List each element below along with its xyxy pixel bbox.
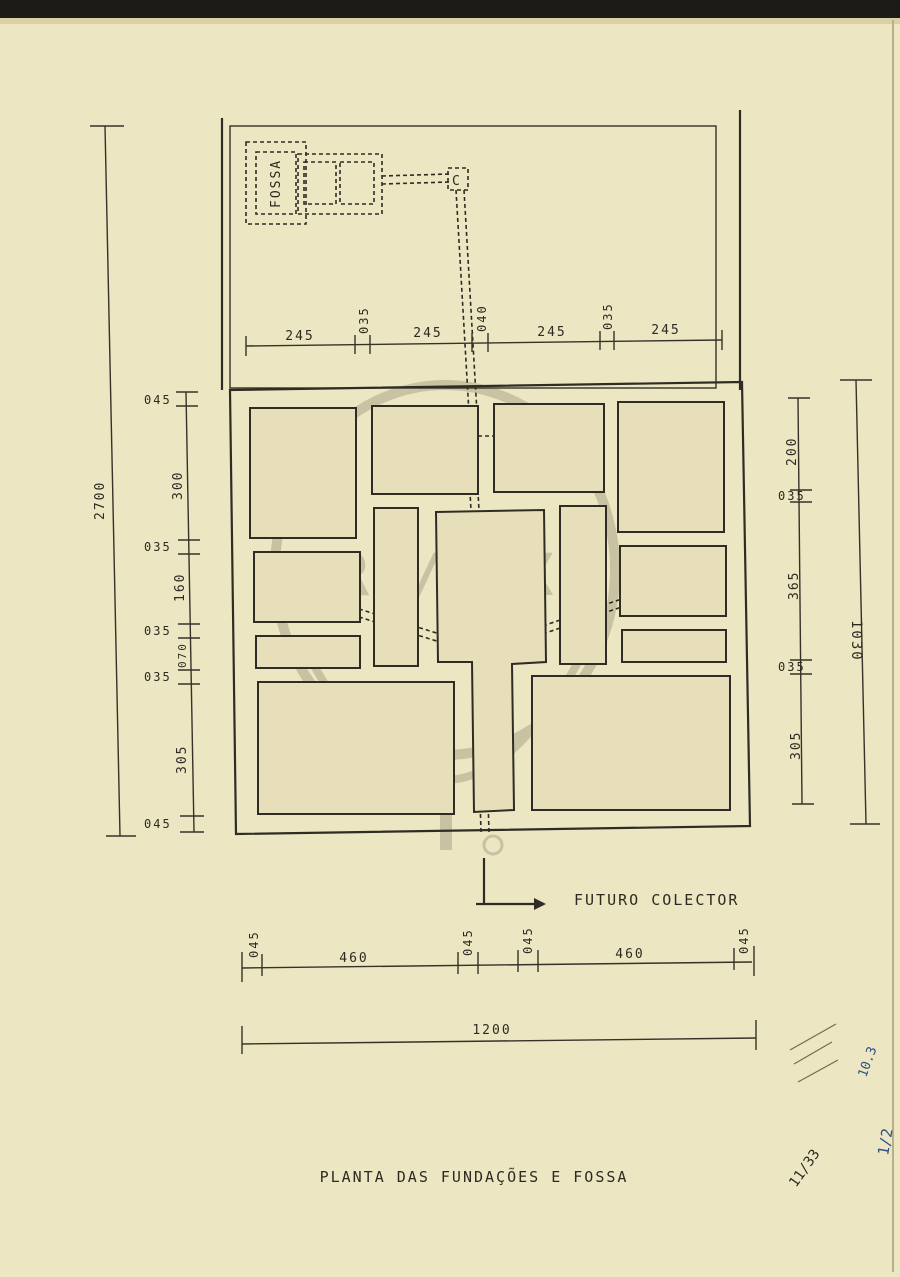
septic-tank-fossa: FOSSA C bbox=[245, 141, 469, 225]
collector-label: FUTURO COLECTOR bbox=[574, 891, 739, 909]
dim-left-1: 045 bbox=[144, 393, 172, 407]
dim-left-7: 035 bbox=[144, 670, 172, 684]
registered-mark-icon bbox=[482, 834, 504, 856]
dim-left-8: 305 bbox=[175, 745, 190, 774]
dim-top-5: 245 bbox=[537, 325, 566, 340]
handwritten-note-b: 1/2 bbox=[874, 1127, 896, 1157]
fossa-label: FOSSA bbox=[269, 159, 284, 208]
dim-right-5: 305 bbox=[789, 731, 804, 760]
dim-bottom-5: 460 bbox=[615, 947, 644, 962]
dim-right-total: 1030 bbox=[848, 620, 864, 662]
dim-top-4: 040 bbox=[475, 304, 489, 332]
dim-right-3: 365 bbox=[787, 571, 802, 600]
dim-left-2: 300 bbox=[171, 471, 186, 500]
total-height-dimension: 2700 bbox=[90, 125, 136, 837]
right-dimension-column: 200 035 365 035 305 1030 bbox=[778, 379, 880, 825]
lot-outline bbox=[220, 110, 742, 390]
dim-bottom-1: 045 bbox=[247, 930, 261, 958]
dim-left-6: 070 bbox=[176, 642, 189, 668]
house-foundation bbox=[228, 380, 752, 836]
dim-top-3: 245 bbox=[413, 326, 442, 341]
dim-bottom-4: 045 bbox=[521, 926, 535, 954]
dim-top-2: 035 bbox=[357, 306, 371, 334]
pencil-scribble-icon bbox=[789, 1023, 839, 1083]
dim-bottom-2: 460 bbox=[339, 951, 368, 966]
dim-total-height: 2700 bbox=[93, 481, 108, 520]
manhole-1-mark: C bbox=[452, 174, 462, 189]
dim-left-3: 035 bbox=[144, 540, 172, 554]
dim-left-5: 035 bbox=[144, 624, 172, 638]
dim-top-7: 245 bbox=[651, 323, 680, 338]
arrow-right-icon bbox=[534, 898, 546, 910]
dim-bottom-total: 1200 bbox=[472, 1023, 511, 1038]
paper-fold bbox=[0, 18, 900, 24]
dim-right-4: 035 bbox=[778, 660, 806, 674]
dim-top-1: 245 bbox=[285, 329, 314, 344]
bottom-dimension-row: 045 460 045 045 460 045 1200 bbox=[241, 926, 757, 1054]
drawing-title: PLANTA DAS FUNDAÇÕES E FOSSA bbox=[320, 1167, 629, 1186]
dim-left-9: 045 bbox=[144, 817, 172, 831]
dim-bottom-3: 045 bbox=[461, 928, 475, 956]
collector-arrow: FUTURO COLECTOR bbox=[476, 858, 739, 910]
left-dimension-column: 045 300 035 160 035 070 035 305 045 bbox=[144, 391, 204, 833]
dim-bottom-6: 045 bbox=[737, 926, 751, 954]
top-dimension-row: 245 035 245 040 245 035 245 bbox=[245, 302, 723, 356]
dim-top-6: 035 bbox=[601, 302, 615, 330]
dim-left-4: 160 bbox=[173, 573, 188, 602]
dim-right-1: 200 bbox=[785, 437, 800, 466]
scan-top-edge bbox=[0, 0, 900, 18]
dim-right-2: 035 bbox=[778, 489, 806, 503]
